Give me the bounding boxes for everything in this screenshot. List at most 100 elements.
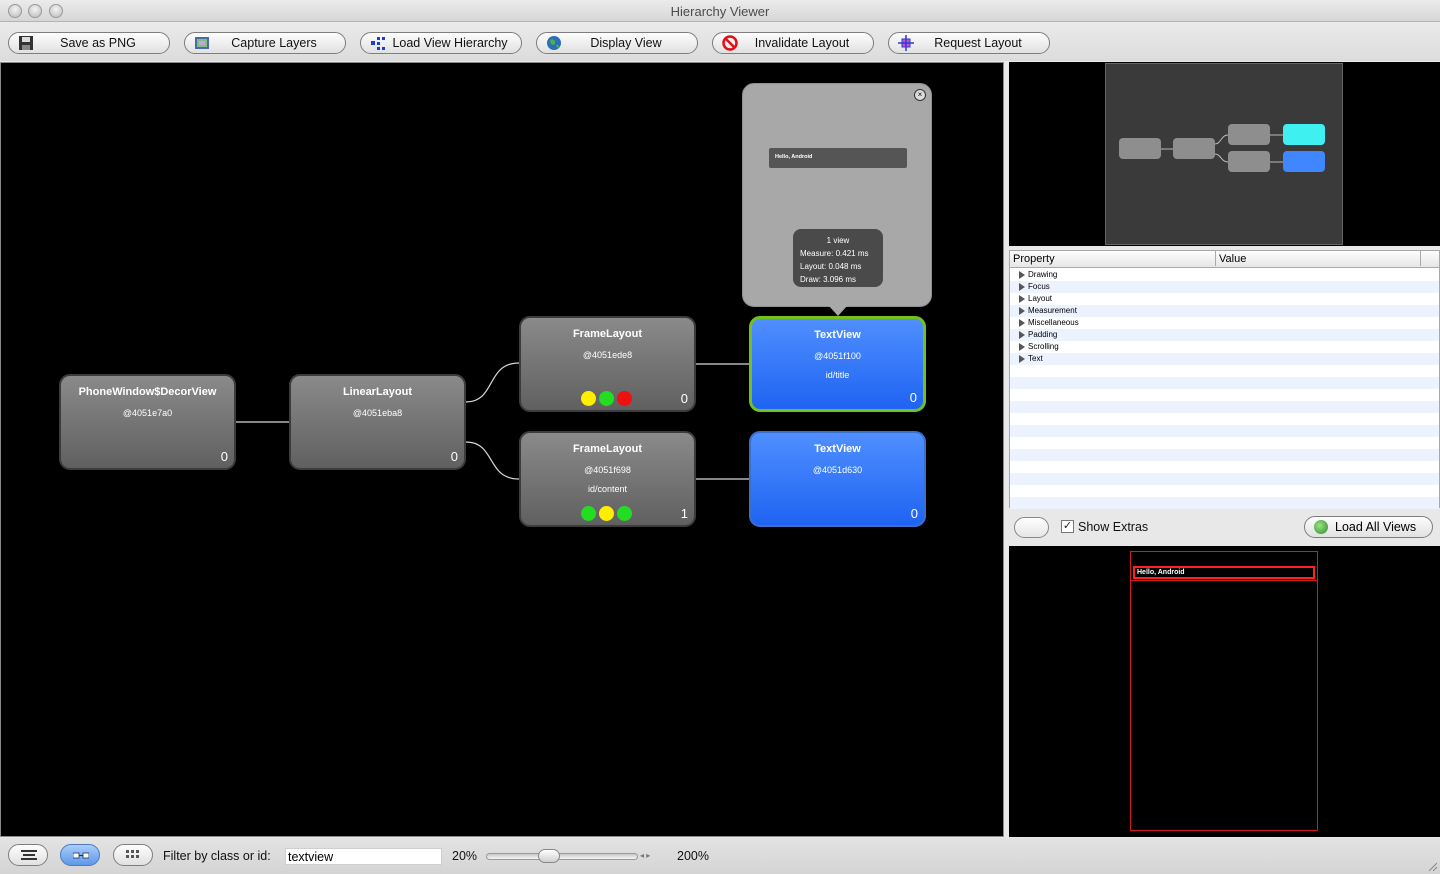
expand-triangle-icon[interactable] [1019,283,1025,291]
overview-node [1228,124,1270,145]
node-address: @4051eba8 [352,408,403,418]
filter-label: Filter by class or id: [163,849,271,863]
measure-indicator [581,391,596,406]
floppy-disk-icon [19,36,33,50]
show-extras-checkbox[interactable]: ✓ [1061,520,1074,533]
minimize-window-button[interactable] [28,4,42,18]
layout-root-bounds: Hello, Android [1130,551,1318,831]
graph-view-mode-button[interactable] [60,844,100,866]
property-row-label: Drawing [1028,270,1058,279]
tree-view-mode-button[interactable] [8,844,48,866]
overview-node-selected [1283,124,1325,145]
blank-toggle-button[interactable] [1014,517,1049,538]
empty-row [1010,401,1439,413]
layout-preview[interactable]: Hello, Android [1009,546,1440,837]
tree-canvas[interactable]: PhoneWindow$DecorView @4051e7a0 0 Linear… [0,62,1004,837]
crosshair-icon [898,35,914,51]
column-divider [1420,251,1421,266]
popup-close-icon[interactable]: × [914,89,926,101]
node-address: @4051f698 [584,465,631,475]
expand-triangle-icon[interactable] [1019,331,1025,339]
invalidate-layout-label: Invalidate Layout [754,36,850,50]
expand-triangle-icon[interactable] [1019,271,1025,279]
capture-layers-button[interactable]: Capture Layers [184,32,346,54]
layout-selected-bounds[interactable]: Hello, Android [1133,566,1315,579]
draw-indicator [617,506,632,521]
toolbar: Save as PNG Capture Layers Load View Hie… [0,23,1440,61]
expand-triangle-icon[interactable] [1019,295,1025,303]
resize-grip-icon[interactable] [1427,861,1437,871]
display-view-label: Display View [590,36,662,50]
draw-time: Draw: 3.096 ms [800,275,857,284]
zoom-window-button[interactable] [49,4,63,18]
property-row-label: Miscellaneous [1028,318,1079,327]
zoom-slider[interactable]: ◂ ▸ [482,848,670,864]
pixel-perfect-mode-button[interactable] [113,844,153,866]
empty-row [1010,437,1439,449]
save-as-png-label: Save as PNG [60,36,136,50]
load-globe-icon [1314,520,1328,534]
load-all-views-button[interactable]: Load All Views [1304,516,1433,538]
property-row[interactable]: Padding [1010,329,1439,341]
property-row[interactable]: Layout [1010,293,1439,305]
expand-triangle-icon[interactable] [1019,319,1025,327]
tree-node-framelayout-1[interactable]: FrameLayout @4051ede8 0 [519,316,696,412]
tree-overview[interactable] [1009,62,1440,246]
title-bar: Hierarchy Viewer [0,0,1440,22]
save-as-png-button[interactable]: Save as PNG [8,32,170,54]
display-view-button[interactable]: Display View [536,32,698,54]
tree-node-textview-title[interactable]: TextView @4051f100 id/title 0 [749,316,926,412]
zoom-slider-thumb[interactable] [538,849,560,863]
view-count: 1 view [826,236,850,245]
expand-triangle-icon[interactable] [1019,307,1025,315]
node-child-count: 0 [680,391,688,406]
layout-indicator [599,506,614,521]
overview-node [1119,138,1161,159]
property-column-header[interactable]: Property [1013,253,1055,265]
property-row[interactable]: Measurement [1010,305,1439,317]
filter-input[interactable] [285,848,442,865]
property-row[interactable]: Drawing [1010,269,1439,281]
request-layout-button[interactable]: Request Layout [888,32,1050,54]
node-class-name: FrameLayout [572,328,643,340]
overview-node [1283,151,1325,172]
close-window-button[interactable] [8,4,22,18]
list-icon [21,850,37,860]
tree-node-framelayout-content[interactable]: FrameLayout @4051f698 id/content 1 [519,431,696,527]
overview-connectors [1161,134,1283,163]
status-bar: Filter by class or id: 20% ◂ ▸ 200% [0,838,1440,874]
globe-icon [547,36,561,50]
zoom-max-label: 200% [677,849,709,863]
grid-icon [126,850,139,858]
overview-node [1173,138,1215,159]
property-row[interactable]: Focus [1010,281,1439,293]
node-address: @4051e7a0 [122,408,173,418]
node-address: @4051d630 [812,465,863,475]
zoom-slider-track[interactable] [486,853,638,860]
property-row[interactable]: Miscellaneous [1010,317,1439,329]
graph-icon [73,852,89,859]
tree-node-textview[interactable]: TextView @4051d630 0 [749,431,926,527]
overview-viewport[interactable] [1105,63,1343,245]
expand-triangle-icon[interactable] [1019,355,1025,363]
node-class-name: TextView [814,443,861,455]
measure-time: Measure: 0.421 ms [800,249,869,258]
node-detail-popup: × Hello, Android 1 view Measure: 0.421 m… [742,83,932,316]
node-child-count: 0 [450,449,458,464]
property-row[interactable]: Scrolling [1010,341,1439,353]
load-view-hierarchy-button[interactable]: Load View Hierarchy [360,32,522,54]
invalidate-layout-button[interactable]: Invalidate Layout [712,32,874,54]
load-view-hierarchy-label: Load View Hierarchy [392,36,508,50]
layout-time: Layout: 0.048 ms [800,262,862,271]
zoom-stepper-arrows[interactable]: ◂ ▸ [640,851,651,860]
value-column-header[interactable]: Value [1215,251,1246,266]
empty-row [1010,449,1439,461]
node-child-count: 0 [910,506,918,521]
tree-node-decorview[interactable]: PhoneWindow$DecorView @4051e7a0 0 [59,374,236,470]
property-row-label: Focus [1028,282,1050,291]
property-table-header: Property Value [1010,251,1439,268]
tree-node-linearlayout[interactable]: LinearLayout @4051eba8 0 [289,374,466,470]
property-row[interactable]: Text [1010,353,1439,365]
expand-triangle-icon[interactable] [1019,343,1025,351]
